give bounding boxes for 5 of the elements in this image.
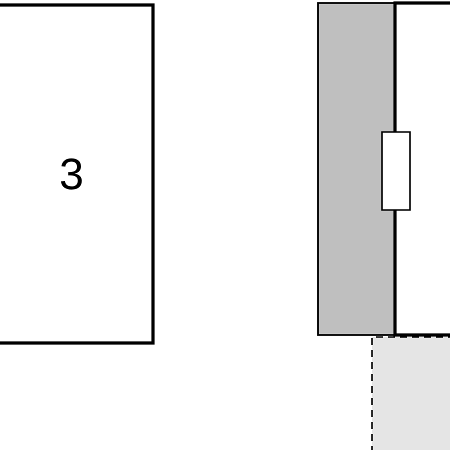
open-box bbox=[393, 1, 450, 337]
small-rectangle bbox=[381, 131, 411, 211]
shaded-panel bbox=[317, 2, 396, 336]
dashed-box bbox=[371, 336, 450, 450]
numbered-box: 3 bbox=[0, 3, 155, 345]
